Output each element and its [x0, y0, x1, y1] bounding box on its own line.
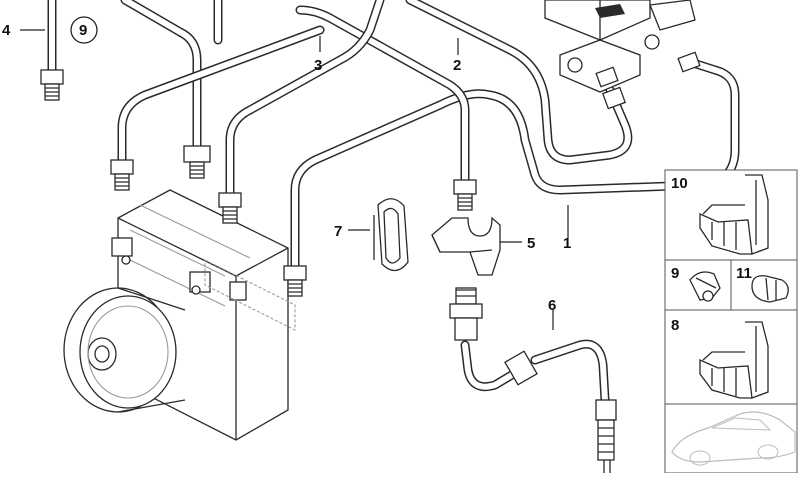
callout-4: 4	[2, 22, 11, 39]
ghost-car-icon	[671, 411, 796, 466]
abs-unit	[63, 189, 296, 441]
clip-part-9	[689, 271, 721, 302]
inset-label-10: 10	[671, 175, 688, 192]
inset-panels: 10 9 11 8	[664, 169, 798, 474]
clip-part-10	[699, 174, 769, 255]
callout-9-circle	[70, 16, 98, 44]
brake-hose	[449, 287, 617, 473]
inset-panel-car	[664, 403, 798, 474]
inset-label-11: 11	[736, 265, 752, 282]
callout-labels: 4 9 3 2 1 5 7 6	[2, 16, 571, 314]
grommet-part	[373, 198, 409, 272]
inset-label-8: 8	[671, 317, 679, 334]
inset-label-9: 9	[671, 265, 679, 282]
callout-6: 6	[548, 297, 556, 314]
callout-1: 1	[563, 235, 571, 252]
brake-pipes	[47, 0, 740, 273]
callout-9: 9	[79, 22, 87, 39]
callout-3: 3	[314, 57, 322, 74]
callout-7: 7	[334, 223, 342, 240]
callout-5: 5	[527, 235, 535, 252]
callout-2: 2	[453, 57, 461, 74]
clip-part-8	[699, 321, 769, 399]
bracket-part	[431, 216, 501, 276]
leader-lines	[20, 29, 569, 330]
hydraulic-module	[544, 0, 701, 110]
pipe-fittings	[40, 69, 477, 297]
clip-part-11	[751, 275, 789, 303]
